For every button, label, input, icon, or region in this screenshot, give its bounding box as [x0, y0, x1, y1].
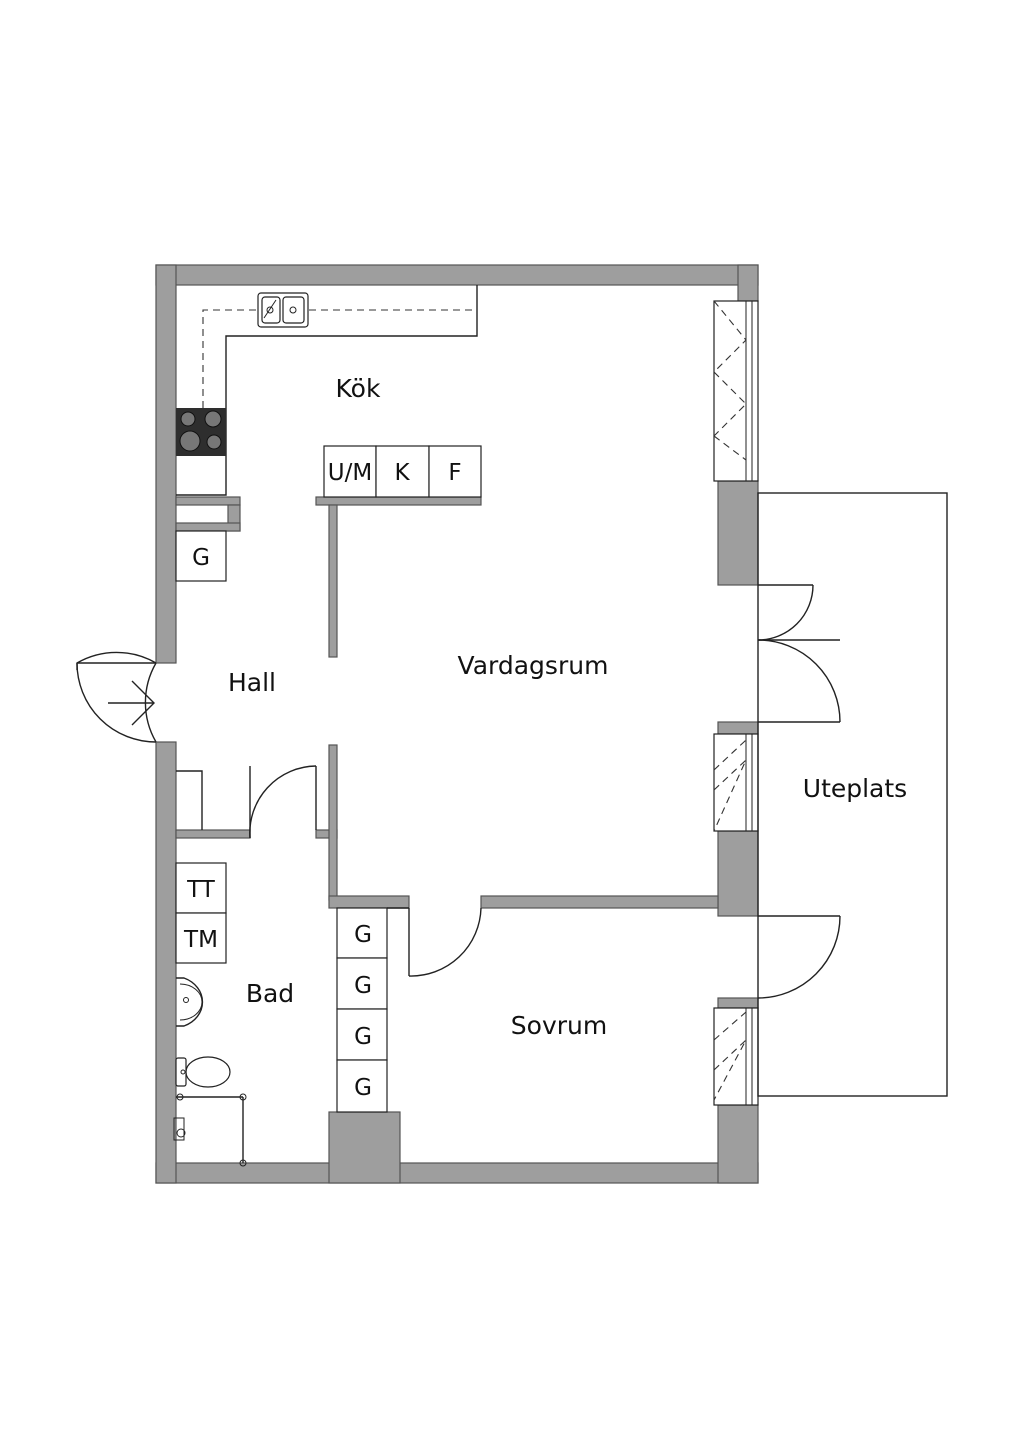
- terrace-outline: [757, 492, 948, 1097]
- kitchen-f-label: F: [448, 460, 461, 486]
- doors: [76, 584, 841, 999]
- room-label-bad: Bad: [246, 979, 294, 1008]
- room-label-kok: Kök: [336, 374, 381, 403]
- hall-wardrobe-label: G: [192, 545, 210, 571]
- washer-box: [175, 912, 227, 964]
- dryer-box: [175, 862, 227, 914]
- room-label-vardagsrum: Vardagsrum: [458, 651, 609, 680]
- walls: [155, 264, 759, 1184]
- windows: [713, 300, 759, 1106]
- bedroom-wardrobe-label-2: G: [354, 973, 372, 999]
- sink-icon: [257, 292, 309, 328]
- kitchen-counter: [176, 285, 478, 496]
- toilet-icon: [175, 1056, 231, 1088]
- bedroom-wardrobes: G G G G: [336, 907, 409, 1113]
- freezer-box: [428, 445, 482, 498]
- kitchen-appliances: U/M K F: [323, 445, 482, 498]
- entrance-arrow-icon: [108, 680, 155, 726]
- room-label-sovrum: Sovrum: [511, 1011, 607, 1040]
- stove-icon: [176, 408, 226, 456]
- bedroom-wardrobe-label-3: G: [354, 1024, 372, 1050]
- dryer-label: TT: [186, 877, 216, 903]
- fridge-box: [375, 445, 430, 498]
- kitchen-um-label: U/M: [328, 460, 372, 486]
- bedroom-wardrobe-label-1: G: [354, 922, 372, 948]
- bedroom-wardrobe-label-4: G: [354, 1075, 372, 1101]
- room-label-uteplats: Uteplats: [803, 774, 907, 803]
- shower-icon: [173, 1093, 247, 1167]
- washbasin-icon: [176, 977, 204, 1027]
- hall-wardrobe-box: [175, 530, 227, 582]
- room-label-hall: Hall: [228, 668, 276, 697]
- kitchen-k-label: K: [394, 460, 410, 486]
- bathroom-fixtures: TT TM: [173, 862, 247, 1167]
- washer-label: TM: [183, 927, 218, 953]
- hall-cabinet: [176, 770, 203, 830]
